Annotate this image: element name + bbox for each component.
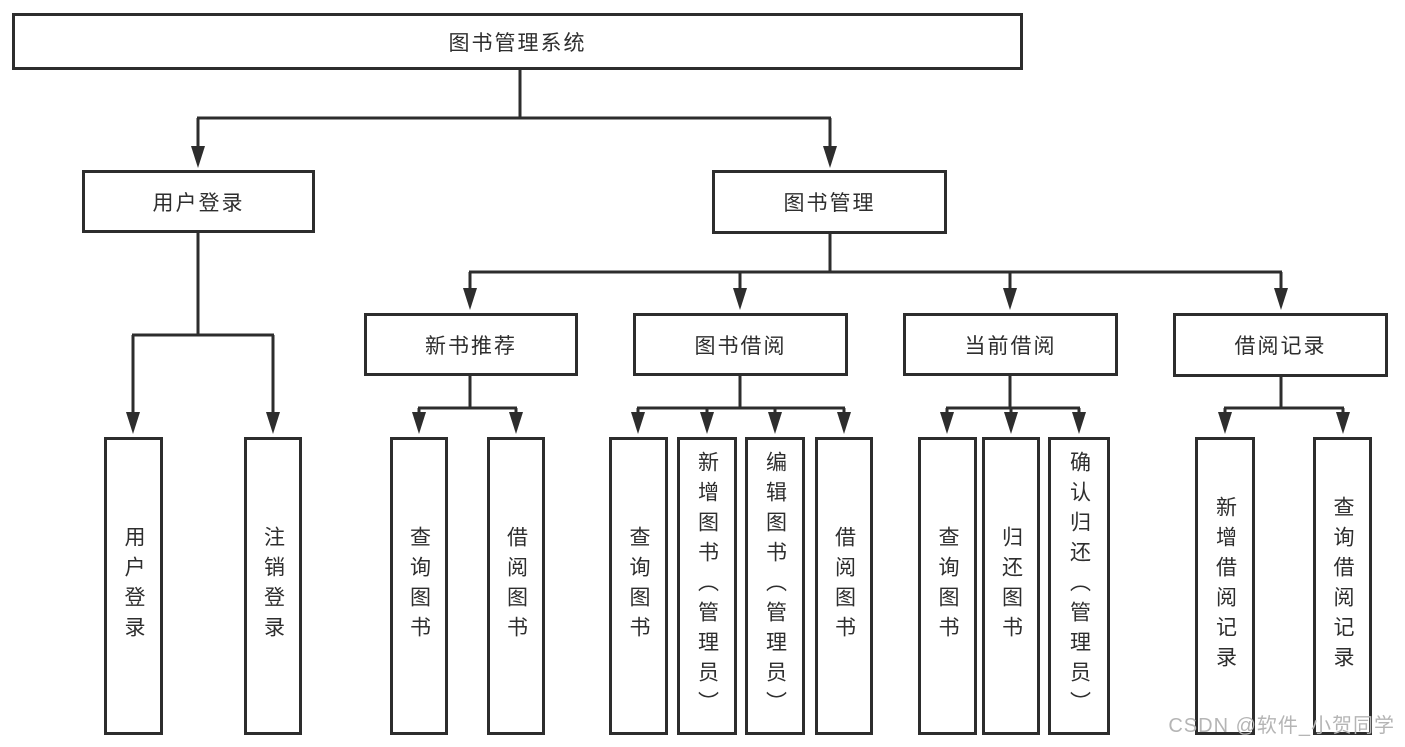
node-new-book-recommend: 新书推荐 — [364, 313, 578, 376]
leaf-recommend-borrow-book-label: 借阅图书 — [504, 526, 528, 646]
arrowhead-g4-leaf-2 — [1336, 412, 1350, 434]
arrowhead-g2-leaf-4 — [837, 412, 851, 434]
leaf-add-borrow-record-label: 新增借阅记录 — [1213, 496, 1237, 676]
connector-root-to-level2 — [196, 70, 832, 150]
connector-mgmt-to-level3 — [468, 234, 1283, 292]
leaf-current-query-book: 查询图书 — [918, 437, 977, 735]
connector-user-branch — [131, 233, 275, 416]
arrowhead-user-login — [191, 146, 205, 168]
arrowhead-group-2 — [733, 288, 747, 310]
arrowhead-g4-leaf-1 — [1218, 412, 1232, 434]
leaf-confirm-return-admin: 确认归还（管理员） — [1048, 437, 1110, 735]
node-book-borrow-label: 图书借阅 — [694, 334, 787, 358]
node-root-label: 图书管理系统 — [448, 31, 587, 55]
leaf-query-borrow-record: 查询借阅记录 — [1313, 437, 1372, 735]
leaf-borrow-query-book-label: 查询图书 — [627, 526, 650, 646]
arrowhead-user-leaf-1 — [126, 412, 140, 434]
arrowhead-g2-leaf-3 — [768, 412, 782, 434]
node-borrow-records-label: 借阅记录 — [1234, 335, 1327, 358]
node-current-borrow: 当前借阅 — [903, 313, 1118, 376]
arrowhead-g1-leaf-1 — [412, 412, 426, 434]
arrowhead-g2-leaf-1 — [631, 412, 645, 434]
arrowhead-group-1 — [463, 288, 477, 310]
leaf-confirm-return-admin-label: 确认归还（管理员） — [1067, 451, 1091, 721]
connector-group-1 — [417, 376, 518, 416]
node-borrow-records: 借阅记录 — [1173, 313, 1388, 377]
arrowhead-g3-leaf-1 — [940, 412, 954, 434]
leaf-query-borrow-record-label: 查询借阅记录 — [1331, 496, 1354, 676]
leaf-logout-label: 注销登录 — [261, 526, 285, 646]
connector-group-3 — [945, 376, 1081, 416]
node-user-login-branch-label: 用户登录 — [152, 191, 245, 215]
arrowhead-g2-leaf-2 — [700, 412, 714, 434]
csdn-watermark: CSDN @软件_小贺同学 — [1168, 715, 1395, 737]
leaf-current-query-book-label: 查询图书 — [936, 526, 959, 646]
node-book-borrow: 图书借阅 — [633, 313, 848, 376]
node-root: 图书管理系统 — [12, 13, 1023, 70]
node-new-book-recommend-label: 新书推荐 — [425, 334, 517, 358]
leaf-edit-book-admin: 编辑图书（管理员） — [745, 437, 805, 735]
node-user-login-branch: 用户登录 — [82, 170, 315, 233]
leaf-borrow-book-label: 借阅图书 — [832, 526, 856, 646]
arrowhead-g1-leaf-2 — [509, 412, 523, 434]
leaf-add-book-admin-label: 新增图书（管理员） — [695, 451, 719, 721]
node-book-management-label: 图书管理 — [783, 192, 876, 215]
leaf-return-book-label: 归还图书 — [999, 526, 1023, 646]
node-book-management: 图书管理 — [712, 170, 947, 234]
leaf-borrow-query-book: 查询图书 — [609, 437, 668, 735]
arrowhead-user-leaf-2 — [266, 412, 280, 434]
leaf-logout: 注销登录 — [244, 437, 302, 735]
arrowhead-book-mgmt — [823, 146, 837, 168]
leaf-recommend-query-book: 查询图书 — [390, 437, 448, 735]
connector-group-2 — [636, 376, 846, 416]
leaf-edit-book-admin-label: 编辑图书（管理员） — [763, 451, 787, 721]
arrowhead-g3-leaf-3 — [1072, 412, 1086, 434]
node-current-borrow-label: 当前借阅 — [964, 334, 1057, 358]
leaf-user-login: 用户登录 — [104, 437, 163, 735]
leaf-borrow-book: 借阅图书 — [815, 437, 873, 735]
connector-group-4 — [1223, 377, 1345, 416]
leaf-recommend-query-book-label: 查询图书 — [407, 526, 431, 646]
leaf-return-book: 归还图书 — [982, 437, 1040, 735]
leaf-add-book-admin: 新增图书（管理员） — [677, 437, 737, 735]
arrowhead-group-3 — [1003, 288, 1017, 310]
leaf-user-login-label: 用户登录 — [122, 526, 145, 646]
leaf-recommend-borrow-book: 借阅图书 — [487, 437, 545, 735]
arrowhead-g3-leaf-2 — [1004, 412, 1018, 434]
leaf-add-borrow-record: 新增借阅记录 — [1195, 437, 1255, 735]
arrowhead-group-4 — [1274, 288, 1288, 310]
